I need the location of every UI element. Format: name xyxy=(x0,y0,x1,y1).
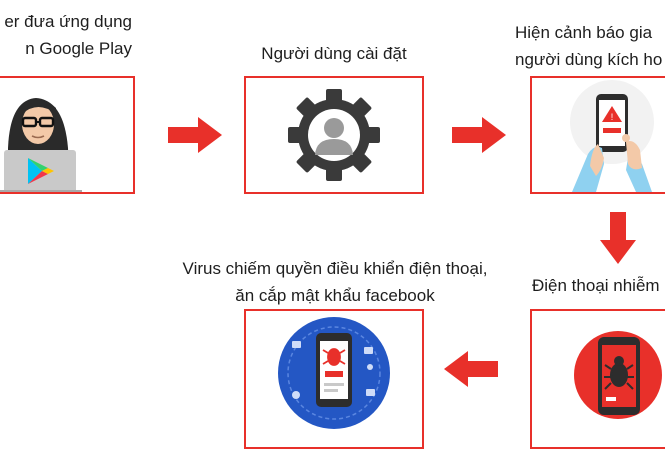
hacker-icon xyxy=(0,98,82,192)
caption-virus: Virus chiếm quyền điều khiển điện thoại,… xyxy=(182,259,488,305)
svg-text:!: ! xyxy=(611,112,614,122)
phone-warning-icon: ! xyxy=(570,80,654,192)
arrow-left-icon xyxy=(444,351,498,387)
play-store-icon xyxy=(28,158,54,184)
caption-hacker: er đưa ứng dụng n Google Play xyxy=(4,12,132,58)
arrow-down-icon xyxy=(600,212,636,264)
caption-install: Người dùng cài đặt xyxy=(261,44,407,63)
gear-user-icon xyxy=(288,89,380,181)
step-box-virus xyxy=(244,309,424,449)
step-box-infected xyxy=(530,309,665,449)
step-box-warning: ! xyxy=(530,76,665,194)
arrow-right-icon xyxy=(168,117,222,153)
step-box-hacker xyxy=(0,76,135,194)
caption-warning: Hiện cảnh báo gia người dùng kích ho xyxy=(515,23,663,69)
phone-bug-icon xyxy=(574,331,662,419)
arrow-right-icon-2 xyxy=(452,117,506,153)
step-box-install xyxy=(244,76,424,194)
phone-virus-globe-icon xyxy=(278,317,390,429)
caption-infected: Điện thoại nhiễm xyxy=(532,276,660,295)
